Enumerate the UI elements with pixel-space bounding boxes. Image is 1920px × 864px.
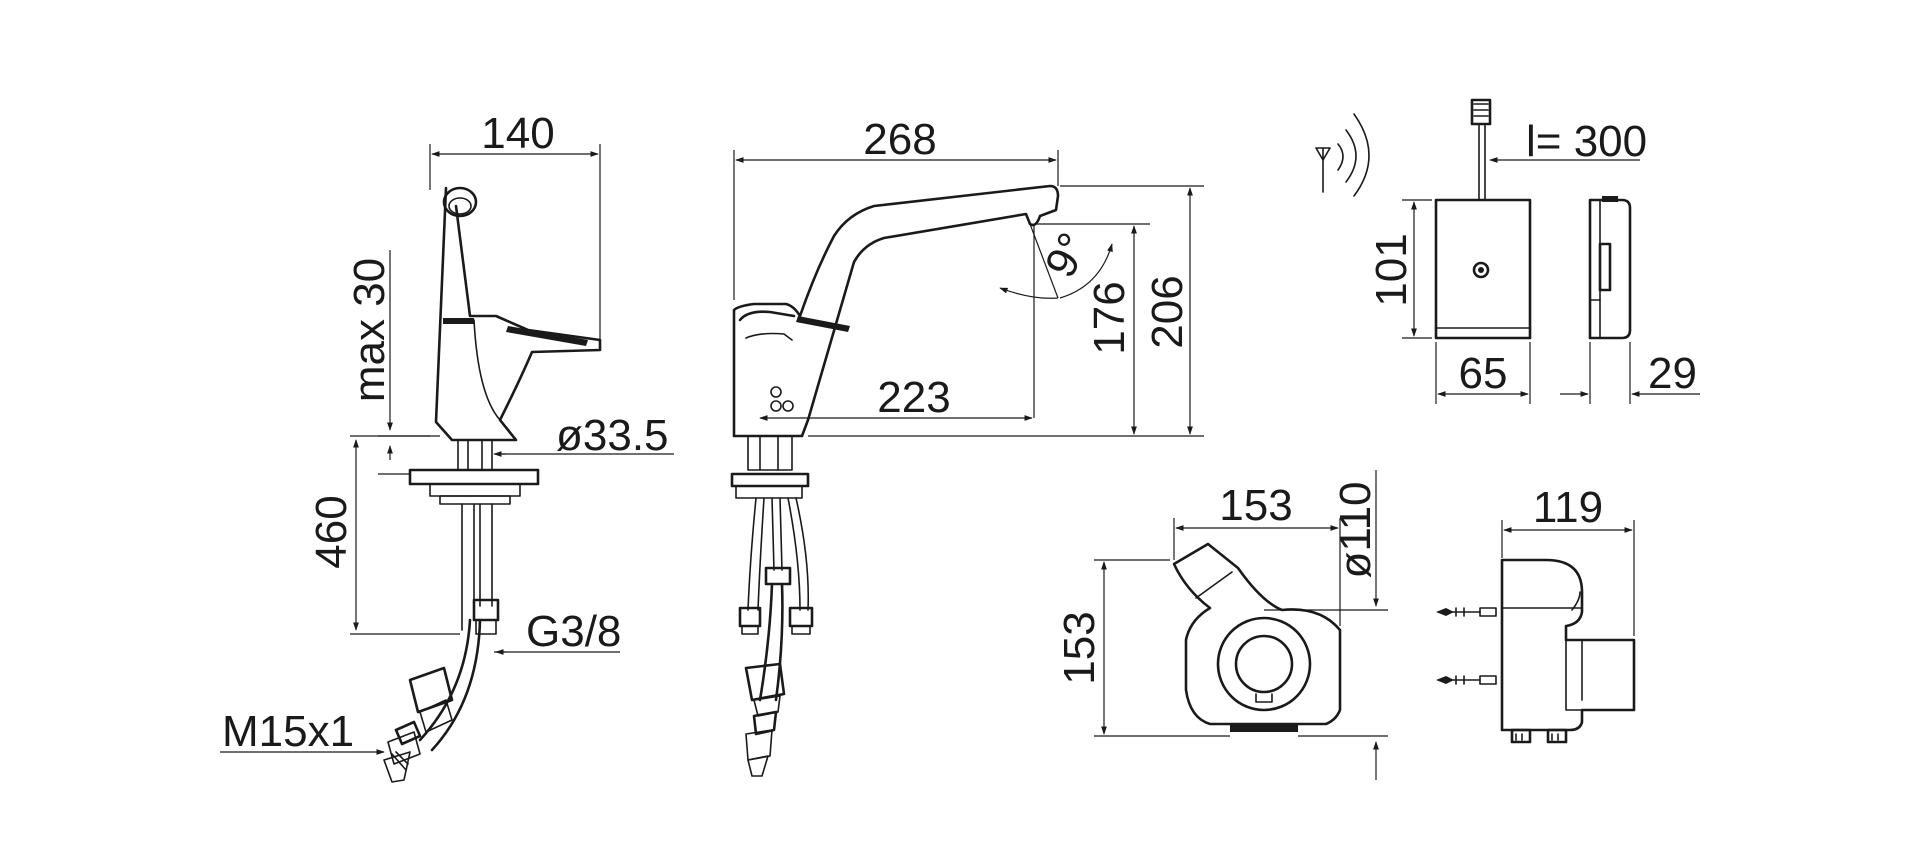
dim-top-width: 153 bbox=[1173, 481, 1341, 626]
label-front-width: 140 bbox=[481, 109, 554, 158]
dim-spout-reach: 223 bbox=[759, 224, 1035, 422]
label-spout-angle: 9° bbox=[1036, 225, 1099, 285]
label-hose-length: 460 bbox=[307, 495, 356, 568]
wireless-icon bbox=[1315, 113, 1370, 197]
dim-hose-thread: M15x1 bbox=[220, 707, 385, 756]
label-hose-thread: M15x1 bbox=[222, 707, 354, 756]
label-side-length: 268 bbox=[863, 115, 936, 164]
label-outlet-height: 176 bbox=[1085, 281, 1134, 354]
label-top-depth: 153 bbox=[1055, 611, 1104, 684]
label-spout-reach: 223 bbox=[877, 373, 950, 422]
label-cable-length: l= 300 bbox=[1526, 117, 1647, 166]
dim-front-width: 140 bbox=[429, 109, 601, 340]
label-top-width: 153 bbox=[1219, 481, 1292, 530]
dim-base-diameter: ø33.5 bbox=[493, 411, 674, 460]
dim-total-height: 206 bbox=[1060, 185, 1204, 437]
side-view: 268 223 9° 176 206 bbox=[730, 115, 1204, 777]
dim-outlet-height: 176 bbox=[808, 223, 1150, 437]
dim-hose-length: 460 bbox=[307, 435, 460, 635]
rear-view: 119 bbox=[1436, 483, 1636, 744]
dim-body-diameter: ø110 bbox=[1264, 470, 1388, 780]
control-cable bbox=[1470, 98, 1492, 201]
dim-box-width: 65 bbox=[1435, 342, 1531, 404]
rear-faucet-body bbox=[1436, 558, 1636, 744]
label-box-height: 101 bbox=[1367, 233, 1416, 306]
dim-side-length: 268 bbox=[733, 115, 1059, 300]
dim-lever-travel: max 30 bbox=[345, 250, 440, 475]
label-lever-travel: max 30 bbox=[345, 258, 394, 402]
dim-connection-thread: G3/8 bbox=[494, 607, 621, 656]
control-box-front bbox=[1434, 198, 1532, 340]
dim-top-depth: 153 bbox=[1055, 559, 1230, 737]
top-view: 153 153 ø110 bbox=[1055, 470, 1388, 780]
dim-box-depth: 29 bbox=[1560, 342, 1700, 404]
control-box-view: l= 300 101 65 29 bbox=[1315, 98, 1700, 404]
label-total-height: 206 bbox=[1143, 275, 1192, 348]
label-box-depth: 29 bbox=[1648, 349, 1697, 398]
control-box-side bbox=[1588, 196, 1632, 340]
dim-box-height: 101 bbox=[1367, 199, 1432, 339]
front-view: 140 max 30 460 ø33.5 G3/8 bbox=[220, 109, 674, 783]
side-faucet-body bbox=[730, 184, 1060, 777]
top-faucet-body bbox=[1172, 542, 1342, 732]
label-connection-thread: G3/8 bbox=[526, 607, 621, 656]
dim-rear-width: 119 bbox=[1501, 483, 1635, 636]
label-rear-width: 119 bbox=[1533, 483, 1603, 532]
label-box-width: 65 bbox=[1459, 349, 1508, 398]
front-faucet-body bbox=[383, 186, 602, 783]
label-body-diameter: ø110 bbox=[1331, 481, 1380, 578]
label-base-diameter: ø33.5 bbox=[556, 411, 669, 460]
dim-cable-length: l= 300 bbox=[1489, 117, 1647, 166]
